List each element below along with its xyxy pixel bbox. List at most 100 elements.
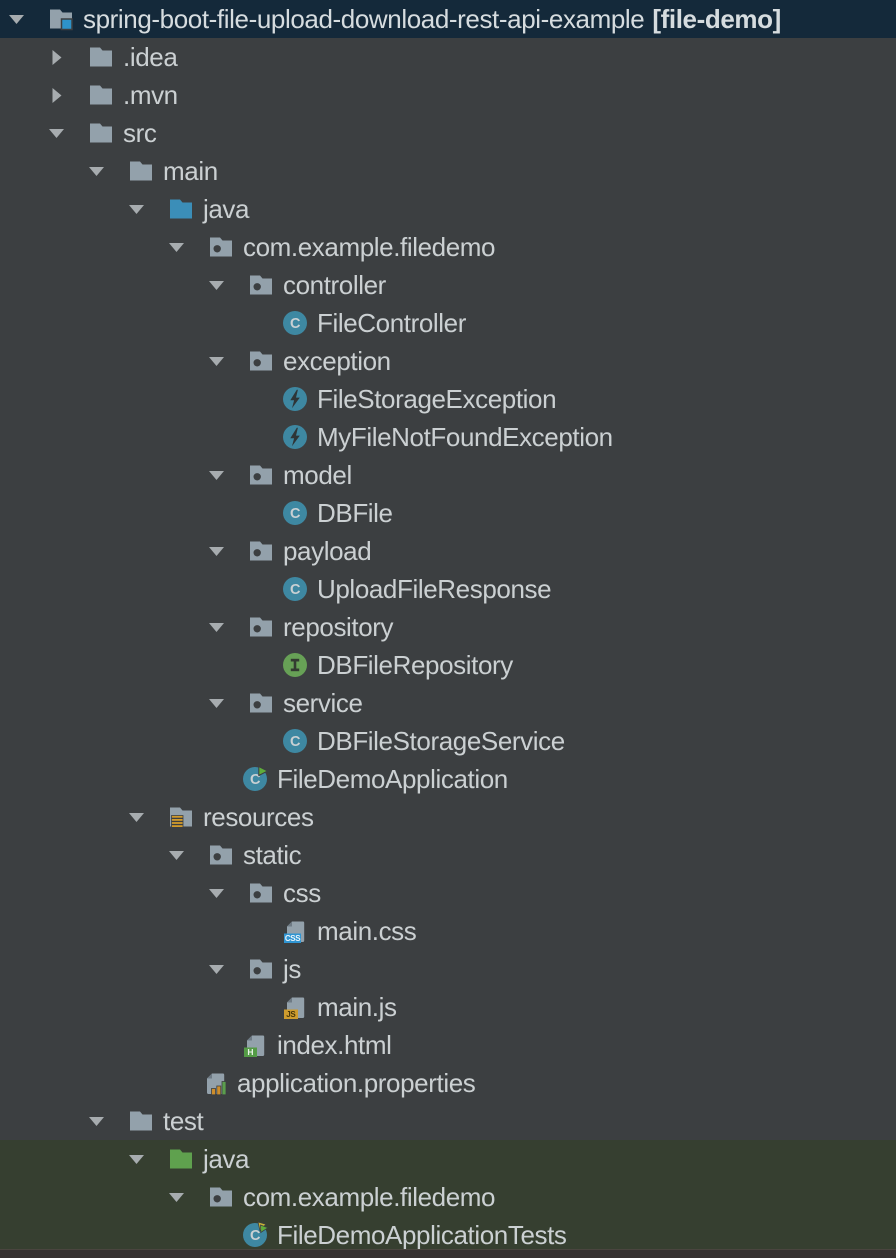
- expanded-arrow-icon[interactable]: [128, 798, 145, 836]
- expanded-arrow-icon[interactable]: [208, 950, 225, 988]
- tree-row-payload[interactable]: payload: [0, 532, 896, 570]
- tree-row-java[interactable]: java: [0, 190, 896, 228]
- collapsed-arrow-icon[interactable]: [48, 76, 65, 114]
- tree-item-label: css: [283, 877, 321, 908]
- tree-row-com-example-filedemo[interactable]: com.example.filedemo: [0, 1178, 896, 1216]
- tree-item-label: main.css: [317, 915, 417, 946]
- exception-class-icon: [282, 380, 308, 418]
- expanded-arrow-icon[interactable]: [168, 228, 185, 266]
- tree-row-spring-boot-file-upload-download-rest-api-example[interactable]: spring-boot-file-upload-download-rest-ap…: [0, 0, 896, 38]
- svg-text:CSS: CSS: [285, 934, 301, 943]
- tree-item-label: com.example.filedemo: [243, 1181, 496, 1212]
- tree-row-com-example-filedemo[interactable]: com.example.filedemo: [0, 228, 896, 266]
- package-icon: [248, 874, 274, 912]
- tree-row-css[interactable]: css: [0, 874, 896, 912]
- tree-row-idea[interactable]: .idea: [0, 38, 896, 76]
- folder-icon: [128, 1102, 154, 1140]
- tree-row-main-css[interactable]: CSS main.css: [0, 912, 896, 950]
- tree-item-label: FileDemoApplication: [277, 763, 508, 794]
- folder-icon: [128, 152, 154, 190]
- tree-row-filedemoapplication[interactable]: C FileDemoApplication: [0, 760, 896, 798]
- module-name-badge: [file-demo]: [652, 3, 781, 34]
- properties-file-icon: [202, 1064, 228, 1102]
- collapsed-arrow-icon[interactable]: [48, 38, 65, 76]
- tree-row-js[interactable]: js: [0, 950, 896, 988]
- expanded-arrow-icon[interactable]: [208, 874, 225, 912]
- tree-row-static[interactable]: static: [0, 836, 896, 874]
- expanded-arrow-icon[interactable]: [128, 1140, 145, 1178]
- expanded-arrow-icon[interactable]: [208, 266, 225, 304]
- expanded-arrow-icon[interactable]: [208, 608, 225, 646]
- tree-row-java[interactable]: java: [0, 1140, 896, 1178]
- expanded-arrow-icon[interactable]: [88, 152, 105, 190]
- class-icon: C: [282, 722, 308, 760]
- tree-row-controller[interactable]: controller: [0, 266, 896, 304]
- class-icon: C: [282, 570, 308, 608]
- tree-item-label: main.js: [317, 991, 397, 1022]
- package-icon: [248, 532, 274, 570]
- tree-row-exception[interactable]: exception: [0, 342, 896, 380]
- expanded-arrow-icon[interactable]: [128, 190, 145, 228]
- expanded-arrow-icon[interactable]: [208, 342, 225, 380]
- package-icon: [208, 836, 234, 874]
- folder-icon: [88, 76, 114, 114]
- expanded-arrow-icon[interactable]: [208, 456, 225, 494]
- tree-item-label: main: [163, 155, 218, 186]
- package-icon: [208, 228, 234, 266]
- project-folder-icon: [48, 0, 74, 38]
- tree-row-filecontroller[interactable]: C FileController: [0, 304, 896, 342]
- runnable-class-icon: C: [242, 760, 268, 798]
- tree-item-label: controller: [283, 269, 386, 300]
- expanded-arrow-icon[interactable]: [168, 836, 185, 874]
- tree-row-service[interactable]: service: [0, 684, 896, 722]
- expanded-arrow-icon[interactable]: [208, 532, 225, 570]
- tree-row-filestorageexception[interactable]: FileStorageException: [0, 380, 896, 418]
- tree-row-application-properties[interactable]: application.properties: [0, 1064, 896, 1102]
- tree-item-label: MyFileNotFoundException: [317, 421, 613, 452]
- tree-row-dbfile[interactable]: C DBFile: [0, 494, 896, 532]
- svg-text:C: C: [290, 316, 301, 332]
- svg-text:C: C: [250, 772, 261, 788]
- tree-row-test[interactable]: test: [0, 1102, 896, 1140]
- expanded-arrow-icon[interactable]: [208, 684, 225, 722]
- tree-item-label: exception: [283, 345, 391, 376]
- tree-item-label: FileController: [317, 307, 467, 338]
- tree-item-label: static: [243, 839, 302, 870]
- exception-class-icon: [282, 418, 308, 456]
- expanded-arrow-icon[interactable]: [88, 1102, 105, 1140]
- class-icon: C: [282, 494, 308, 532]
- svg-text:C: C: [290, 734, 301, 750]
- expanded-arrow-icon[interactable]: [8, 0, 25, 38]
- svg-text:C: C: [290, 582, 301, 598]
- tree-item-label: java: [203, 1143, 250, 1174]
- tree-item-label: DBFile: [317, 497, 393, 528]
- tree-item-label: src: [123, 117, 157, 148]
- tree-item-label: .idea: [123, 41, 178, 72]
- package-icon: [248, 608, 274, 646]
- tree-item-label: spring-boot-file-upload-download-rest-ap…: [83, 3, 645, 34]
- tree-row-mvn[interactable]: .mvn: [0, 76, 896, 114]
- tree-row-repository[interactable]: repository: [0, 608, 896, 646]
- tree-row-dbfilerepository[interactable]: DBFileRepository: [0, 646, 896, 684]
- tree-item-label: js: [283, 953, 301, 984]
- expanded-arrow-icon[interactable]: [48, 114, 65, 152]
- tree-row-src[interactable]: src: [0, 114, 896, 152]
- resources-root-icon: [168, 798, 194, 836]
- tree-row-resources[interactable]: resources: [0, 798, 896, 836]
- tree-item-label: FileDemoApplicationTests: [277, 1219, 567, 1250]
- package-icon: [208, 1178, 234, 1216]
- tree-row-main[interactable]: main: [0, 152, 896, 190]
- tree-row-myfilenotfoundexception[interactable]: MyFileNotFoundException: [0, 418, 896, 456]
- tree-row-model[interactable]: model: [0, 456, 896, 494]
- test-root-icon: [168, 1140, 194, 1178]
- class-icon: C: [282, 304, 308, 342]
- expanded-arrow-icon[interactable]: [168, 1178, 185, 1216]
- tree-item-label: index.html: [277, 1029, 392, 1060]
- tree-item-label: resources: [203, 801, 314, 832]
